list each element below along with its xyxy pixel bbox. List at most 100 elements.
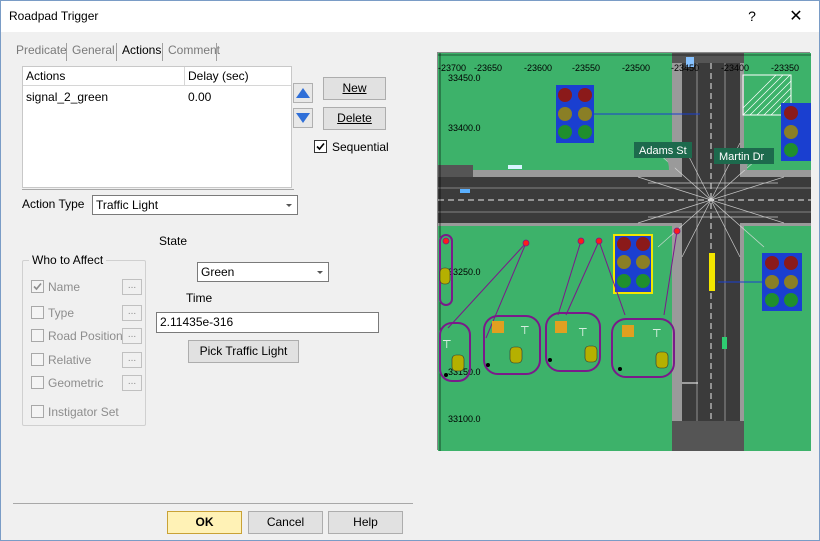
road-position-option-label: Road Position bbox=[48, 329, 123, 343]
ok-button-label: OK bbox=[195, 515, 214, 529]
action-type-value: Traffic Light bbox=[96, 198, 159, 212]
tab-comment[interactable]: Comment bbox=[168, 43, 221, 57]
state-label: State bbox=[159, 234, 188, 248]
type-browse-button[interactable]: ... bbox=[122, 305, 142, 321]
street-sign bbox=[714, 148, 774, 164]
pick-traffic-light-button[interactable]: Pick Traffic Light bbox=[188, 340, 299, 363]
road-map-canvas[interactable]: -23700 -23650 -23600 -23550 -23500 -2345… bbox=[438, 53, 811, 451]
geometric-browse-button[interactable]: ... bbox=[122, 375, 142, 391]
time-field[interactable]: 2.11435e-316 bbox=[156, 312, 379, 333]
street-label-martin: Martin Dr bbox=[719, 151, 765, 163]
list-item[interactable]: signal_2_green 0.00 bbox=[23, 88, 291, 106]
arrow-up-icon bbox=[296, 88, 310, 98]
time-value: 2.11435e-316 bbox=[160, 315, 234, 329]
help-button[interactable]: Help bbox=[328, 511, 403, 534]
street-sign bbox=[634, 142, 692, 158]
traffic-signal[interactable] bbox=[556, 85, 594, 143]
action-type-select[interactable]: Traffic Light bbox=[92, 195, 298, 215]
instigator-set-option-label: Instigator Set bbox=[48, 405, 119, 419]
name-checkbox[interactable] bbox=[31, 280, 44, 293]
pick-traffic-light-label: Pick Traffic Light bbox=[199, 344, 288, 358]
list-header: Actions Delay (sec) bbox=[23, 67, 291, 86]
geometric-option-label: Geometric bbox=[48, 376, 104, 390]
column-header-actions[interactable]: Actions bbox=[23, 67, 185, 86]
y-axis-tick: 33400.0 bbox=[448, 123, 481, 133]
action-name-cell: signal_2_green bbox=[26, 90, 109, 104]
checkmark-icon bbox=[33, 282, 42, 291]
map-view[interactable]: -23700 -23650 -23600 -23550 -23500 -2345… bbox=[437, 52, 811, 451]
relative-option-label: Relative bbox=[48, 353, 92, 367]
checkmark-icon bbox=[316, 142, 325, 151]
tab-actions[interactable]: Actions bbox=[122, 43, 162, 57]
tab-divider bbox=[66, 43, 67, 61]
tab-divider bbox=[116, 43, 117, 61]
tab-predicate[interactable]: Predicate bbox=[16, 43, 67, 57]
move-down-button[interactable] bbox=[293, 108, 313, 128]
move-up-button[interactable] bbox=[293, 83, 313, 103]
tab-divider bbox=[162, 43, 163, 61]
window-title: Roadpad Trigger bbox=[9, 9, 99, 23]
state-value: Green bbox=[201, 265, 235, 279]
x-axis-tick: -23500 bbox=[622, 63, 650, 73]
sequential-checkbox[interactable] bbox=[314, 140, 327, 153]
footer-divider bbox=[13, 503, 413, 504]
who-to-affect-title: Who to Affect bbox=[29, 253, 107, 267]
road-position-browse-button[interactable]: ... bbox=[122, 328, 142, 344]
street-label-adams: Adams St bbox=[639, 145, 687, 157]
chevron-down-icon[interactable] bbox=[281, 196, 297, 214]
trigger-pad-icons: ⊤ ⊤ ⊤ ⊤ bbox=[439, 267, 669, 377]
traffic-signal[interactable] bbox=[781, 103, 811, 161]
relative-browse-button[interactable]: ... bbox=[122, 352, 142, 368]
name-option-label: Name bbox=[48, 280, 81, 294]
new-button[interactable]: New bbox=[323, 77, 386, 100]
name-browse-button[interactable]: ... bbox=[122, 279, 142, 295]
type-checkbox[interactable] bbox=[31, 306, 44, 319]
delete-button[interactable]: Delete bbox=[323, 107, 386, 130]
x-axis-tick: -23400 bbox=[721, 63, 749, 73]
x-axis-tick: -23650 bbox=[474, 63, 502, 73]
svg-text:⊤: ⊤ bbox=[520, 324, 530, 337]
type-option-label: Type bbox=[48, 306, 75, 320]
arrow-down-icon bbox=[296, 113, 310, 123]
vertical-road bbox=[682, 53, 740, 451]
y-axis-tick: 33450.0 bbox=[448, 73, 481, 83]
instigator-set-checkbox[interactable] bbox=[31, 405, 44, 418]
relative-checkbox[interactable] bbox=[31, 353, 44, 366]
cancel-button-label: Cancel bbox=[266, 515, 305, 529]
chevron-down-icon[interactable] bbox=[312, 263, 328, 281]
state-select[interactable]: Green bbox=[197, 262, 329, 282]
close-title-button[interactable]: ✕ bbox=[789, 8, 803, 25]
ok-button[interactable]: OK bbox=[167, 511, 242, 534]
traffic-signal-selected[interactable] bbox=[613, 234, 653, 294]
actions-list[interactable]: Actions Delay (sec) signal_2_green 0.00 bbox=[22, 66, 292, 188]
help-button-label: Help bbox=[353, 515, 378, 529]
x-axis-tick: -23550 bbox=[572, 63, 600, 73]
new-button-label: New bbox=[342, 81, 367, 95]
action-type-label: Action Type bbox=[22, 197, 85, 211]
tab-divider bbox=[216, 43, 217, 61]
svg-text:⊤: ⊤ bbox=[442, 338, 452, 351]
y-axis-tick: 33100.0 bbox=[448, 414, 481, 424]
title-bar: Roadpad Trigger ? ✕ bbox=[1, 1, 819, 32]
geometric-checkbox[interactable] bbox=[31, 376, 44, 389]
x-axis-tick: -23350 bbox=[771, 63, 799, 73]
column-header-delay[interactable]: Delay (sec) bbox=[188, 69, 249, 83]
tab-general[interactable]: General bbox=[72, 43, 115, 57]
x-axis-tick: -23700 bbox=[438, 63, 466, 73]
cancel-button[interactable]: Cancel bbox=[248, 511, 323, 534]
x-axis-tick: -23450 bbox=[671, 63, 699, 73]
svg-text:⊤: ⊤ bbox=[652, 327, 662, 340]
help-title-button[interactable]: ? bbox=[748, 8, 756, 24]
road-position-checkbox[interactable] bbox=[31, 329, 44, 342]
svg-text:⊤: ⊤ bbox=[578, 326, 588, 339]
time-label: Time bbox=[186, 291, 213, 305]
section-divider bbox=[22, 189, 294, 190]
x-axis-tick: -23600 bbox=[524, 63, 552, 73]
action-delay-cell: 0.00 bbox=[188, 90, 212, 104]
y-axis-tick: 33250.0 bbox=[448, 267, 481, 277]
traffic-signal[interactable] bbox=[762, 253, 802, 311]
delete-button-label: Delete bbox=[337, 111, 372, 125]
sequential-label: Sequential bbox=[332, 140, 389, 154]
y-axis-tick: 33150.0 bbox=[448, 367, 481, 377]
